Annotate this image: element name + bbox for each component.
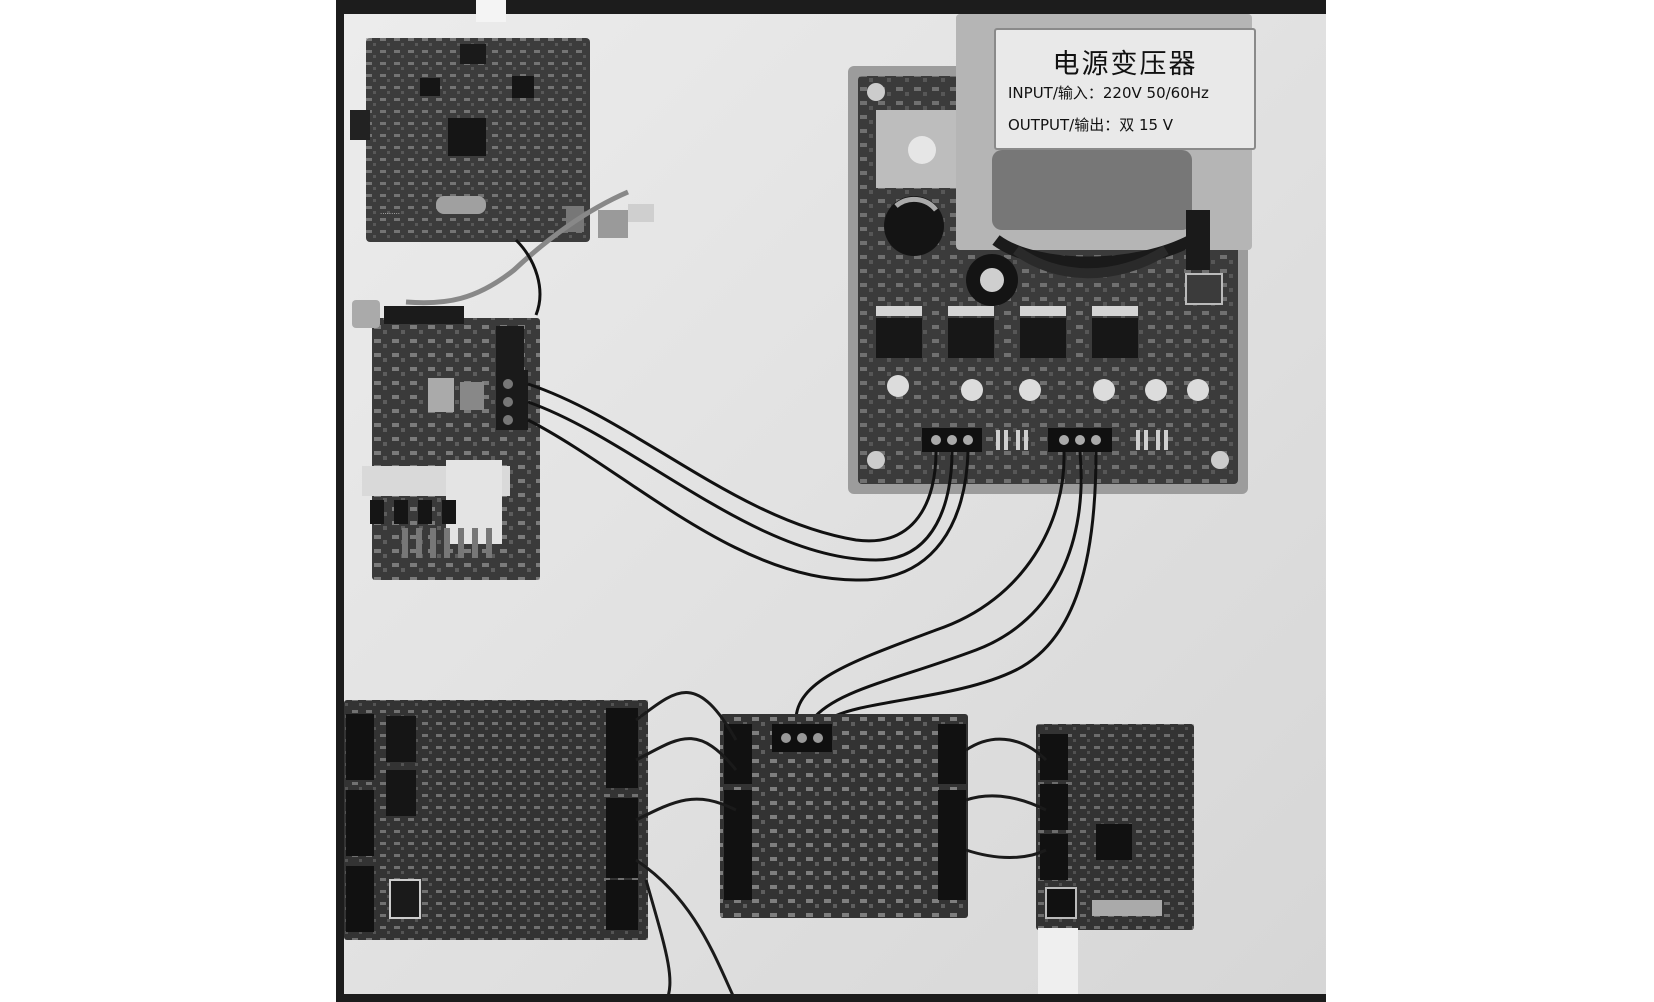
amplifier-board-1 [344, 700, 648, 940]
adc-board [1036, 724, 1194, 1002]
transformer-title: 电源变压器 [1052, 49, 1198, 80]
amplifier-board-2 [720, 714, 968, 918]
capacitor [884, 196, 944, 256]
transformer-input-spec: INPUT/输入：220V 50/60Hz [1008, 84, 1209, 102]
voltage-regulators [876, 318, 1138, 358]
wires-bottom [635, 691, 1048, 1002]
usb-cable [1038, 928, 1078, 1002]
usb-cable [476, 0, 506, 22]
wires-power [527, 382, 1098, 722]
svg-text:.........: ......... [380, 208, 400, 216]
photo: ......... [336, 0, 1326, 1002]
transformer-wires [992, 234, 1195, 269]
mcu-chip [448, 118, 486, 156]
mcu-board: ......... [350, 38, 590, 242]
coax-cable [405, 189, 629, 306]
hardware-scene: ......... [336, 0, 1326, 1002]
sma-connector [352, 300, 380, 328]
transformer-output-spec: OUTPUT/输出：双 15 V [1008, 116, 1174, 134]
transformer-label: 电源变压器 INPUT/输入：220V 50/60Hz OUTPUT/输出：双 … [994, 28, 1256, 150]
crystal [436, 196, 486, 214]
antenna-connector [598, 204, 654, 238]
signal-board [352, 300, 540, 580]
